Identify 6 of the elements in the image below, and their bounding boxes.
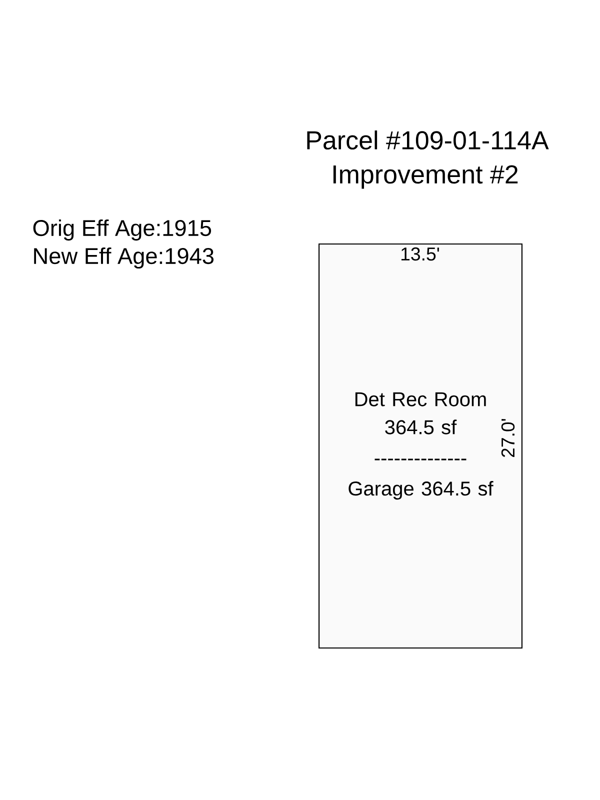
dimension-label: 27.0': [501, 419, 515, 458]
age-note: Orig Eff Age:1915: [33, 219, 212, 241]
dimension-label: 13.5': [401, 247, 440, 261]
title: Parcel #109-01-114A: [307, 130, 549, 150]
subtitle: Improvement #2: [333, 165, 518, 189]
age-note: New Eff Age:1943: [34, 247, 214, 269]
